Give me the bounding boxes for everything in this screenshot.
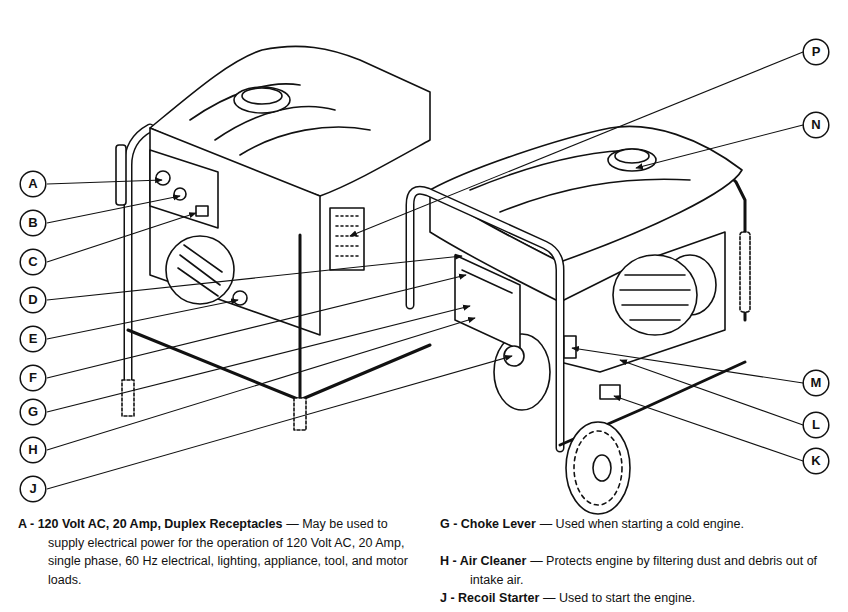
leader-line: [47, 318, 475, 450]
callout-letter: H: [19, 436, 47, 464]
generator-front: [410, 126, 750, 514]
part-description: — Used when starting a cold engine.: [540, 517, 744, 531]
handle-grip: [740, 232, 750, 312]
fuel-cap-top: [242, 88, 282, 104]
wheel-hub: [593, 455, 611, 481]
leader-lines: [47, 52, 803, 489]
leader-line: [572, 348, 803, 383]
callout-circle: C: [19, 248, 47, 276]
frame-tube-outer: [128, 128, 150, 380]
frame-tube-inner: [410, 190, 560, 448]
alternator-fins: [620, 275, 690, 320]
callout-circle: A: [19, 170, 47, 198]
frame-tube-inner: [128, 128, 150, 380]
part-name: H - Air Cleaner: [440, 554, 526, 568]
callout-circle: D: [19, 286, 47, 314]
engine-body: [560, 232, 725, 372]
part-name: J - Recoil Starter: [440, 591, 539, 605]
part-name: A - 120 Volt AC, 20 Amp, Duplex Receptac…: [18, 517, 282, 531]
part-description: — Used to start the engine.: [543, 591, 695, 605]
callout-letter: N: [802, 111, 830, 139]
part-note: H - Air Cleaner— Protects engine by filt…: [440, 552, 840, 589]
callout-circle: G: [19, 398, 47, 426]
leader-line: [350, 52, 803, 236]
callout-letter: J: [19, 475, 47, 503]
callout-circle: M: [802, 369, 830, 397]
alternator: [613, 255, 697, 335]
callout-letter: F: [19, 364, 47, 392]
tank-ridges: [190, 84, 370, 155]
callout-circle: P: [802, 38, 830, 66]
generator-end-face: [150, 128, 320, 335]
leader-line: [47, 180, 162, 184]
callout-circle: J: [19, 475, 47, 503]
engine-cover: [166, 236, 234, 304]
callout-letter: L: [802, 411, 830, 439]
oil-fill: [233, 291, 247, 305]
leader-line: [47, 275, 466, 378]
callout-circle: H: [19, 436, 47, 464]
recoil-starter: [504, 346, 524, 366]
callout-letter: C: [19, 248, 47, 276]
leader-line: [620, 360, 803, 425]
receptacle: [156, 171, 170, 185]
frame-base: [128, 235, 430, 400]
leader-line: [47, 356, 512, 489]
fuel-cap: [234, 87, 290, 113]
callout-letter: P: [802, 38, 830, 66]
callout-letter: D: [19, 286, 47, 314]
leader-line: [614, 396, 803, 461]
vent-slots: [336, 216, 358, 256]
callout-circle: E: [19, 325, 47, 353]
wheel-tread: [574, 431, 622, 505]
leader-line: [47, 300, 238, 339]
callout-circle: K: [802, 447, 830, 475]
callout-circle: B: [19, 209, 47, 237]
rubber-foot: [294, 398, 306, 430]
side-vent: [330, 208, 364, 270]
leader-line: [636, 125, 803, 168]
leader-line: [47, 196, 180, 223]
leader-line: [47, 306, 470, 412]
callout-circle: L: [802, 411, 830, 439]
part-name: G - Choke Lever: [440, 517, 536, 531]
callout-circle: F: [19, 364, 47, 392]
choke-lever: [462, 270, 512, 293]
fuel-cap: [608, 149, 656, 171]
callout-letter: K: [802, 447, 830, 475]
callout-letter: E: [19, 325, 47, 353]
switch: [196, 206, 208, 216]
air-cleaner: [455, 255, 520, 350]
oil-drain: [564, 336, 576, 358]
callout-letter: G: [19, 398, 47, 426]
callout-circle: N: [802, 111, 830, 139]
callout-letter: B: [19, 209, 47, 237]
tank-ridges: [470, 150, 690, 212]
leader-line: [47, 213, 196, 262]
callout-letter: A: [19, 170, 47, 198]
part-note: A - 120 Volt AC, 20 Amp, Duplex Receptac…: [18, 515, 423, 589]
handle-grip: [116, 145, 126, 205]
callout-letter: M: [802, 369, 830, 397]
rubber-foot: [122, 380, 134, 416]
leader-line: [47, 256, 462, 300]
part-note: G - Choke Lever — Used when starting a co…: [440, 515, 840, 534]
control-panel: [150, 150, 218, 228]
rear-wheel: [494, 334, 550, 410]
circuit-breaker: [174, 188, 186, 200]
front-wheel: [566, 422, 630, 514]
cover-fins: [178, 245, 222, 296]
generator-rear: [116, 46, 430, 430]
fuel-cap-top: [615, 149, 649, 163]
frame-tube-outer: [410, 190, 560, 448]
part-note: J - Recoil Starter — Used to start the en…: [440, 589, 840, 608]
